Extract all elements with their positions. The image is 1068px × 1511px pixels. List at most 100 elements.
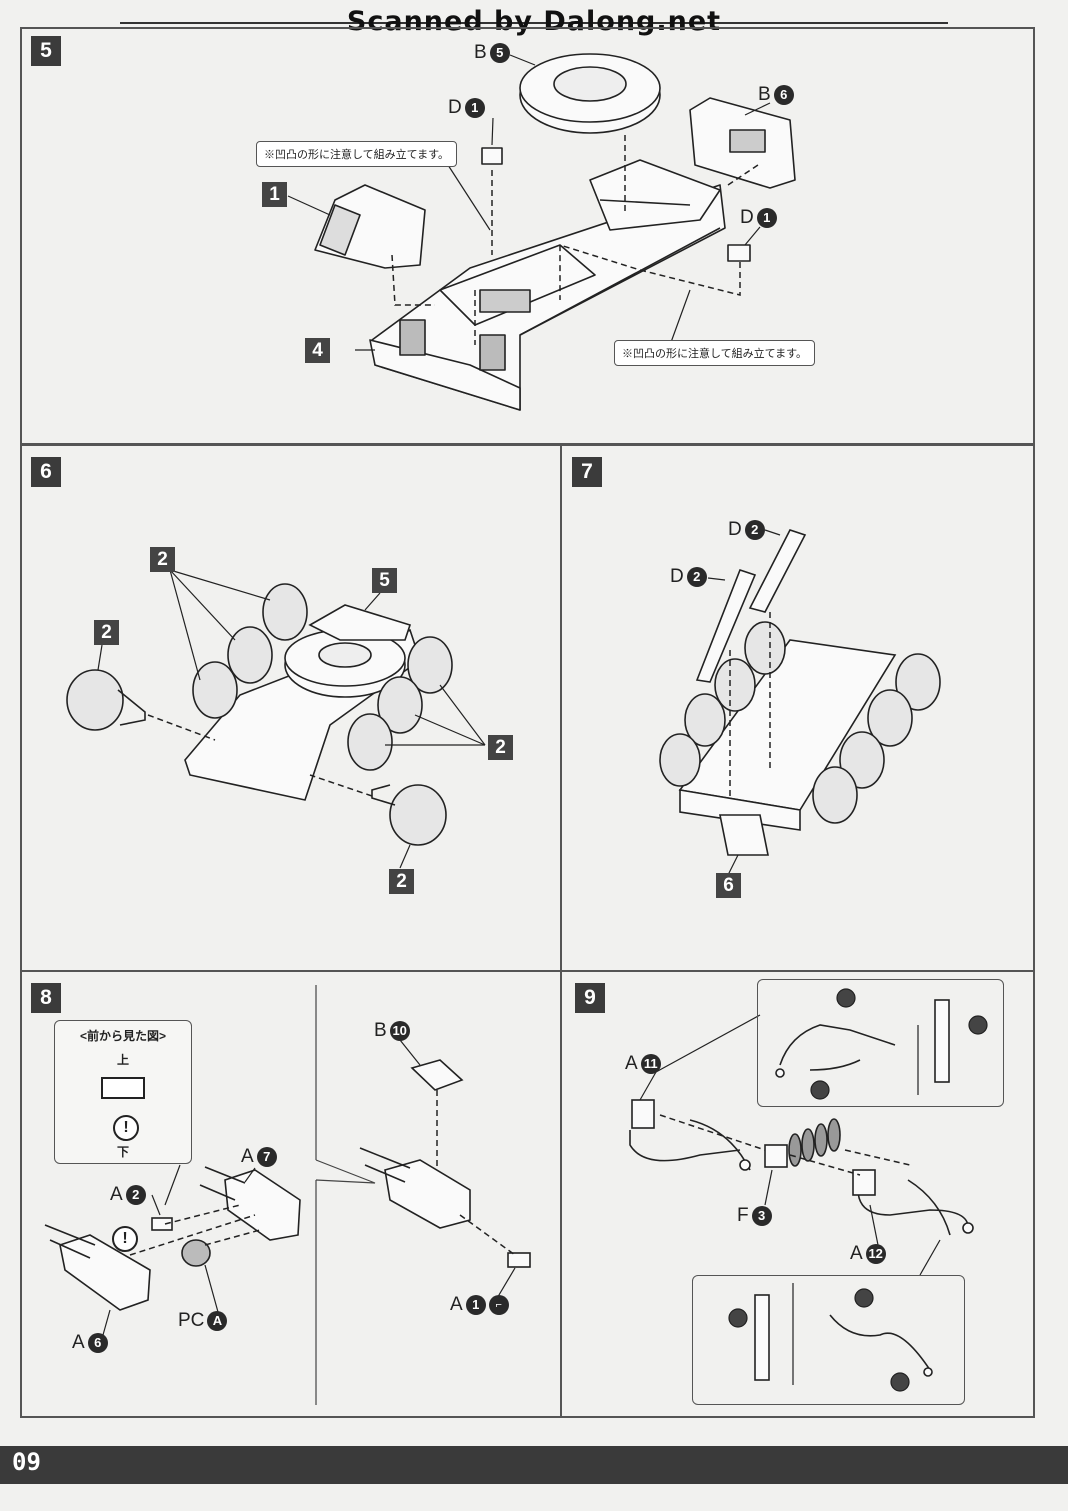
step6-wheel-tag-single-right: 2 (389, 869, 414, 894)
part-number: 10 (389, 1021, 410, 1041)
runner-letter: B (374, 1020, 387, 1041)
runner-letter: A (241, 1146, 254, 1167)
step-8-number: 8 (31, 983, 61, 1013)
step6-wheel-tag-group-right: 2 (488, 735, 513, 760)
step9-inset-bottom (692, 1275, 965, 1405)
warning-icon: ! (112, 1226, 138, 1252)
step6-wheel-tag-single-left: 2 (94, 620, 119, 645)
step9-callout-dots (728, 988, 988, 1392)
runner-letter: A (110, 1184, 123, 1205)
step7-subassembly-6-tag: 6 (716, 873, 741, 898)
step6-wheel-tag-group-left: 2 (150, 547, 175, 572)
part-number: A (207, 1311, 228, 1331)
step5-note-top: ※凹凸の形に注意して組み立てます。 (256, 141, 458, 167)
step8-assembly (384, 1159, 471, 1229)
step8-b10-part (410, 1059, 464, 1091)
part-number: 3 (751, 1206, 772, 1226)
runner-letter: A (850, 1243, 863, 1264)
footer-bar (0, 1446, 1068, 1484)
runner-letter: F (737, 1205, 749, 1226)
part-number: 2 (125, 1185, 146, 1205)
part-number: 11 (640, 1054, 661, 1074)
step8-a2-part (151, 1217, 173, 1231)
page-number: 09 (12, 1448, 41, 1476)
runner-letter: D (728, 519, 742, 540)
step6-subassembly-5-tag: 5 (372, 568, 397, 593)
runner-letter: D (448, 97, 462, 118)
part-number: 2 (686, 567, 707, 587)
step5-subassembly-1-tag: 1 (262, 182, 287, 207)
step7-strip-b (748, 529, 807, 613)
down-label: 下 (117, 1145, 130, 1159)
step5-subassembly-4-tag: 4 (305, 338, 330, 363)
part-number: 2 (744, 520, 765, 540)
part-number: 5 (489, 43, 510, 63)
step7-wheels (659, 621, 941, 824)
step8-pc-part (181, 1239, 211, 1267)
step-5-number: 5 (31, 36, 61, 66)
step-7-number: 7 (572, 457, 602, 487)
step-9-number: 9 (575, 983, 605, 1013)
step7-strip-a (695, 569, 757, 683)
step9-a11-part (631, 1099, 655, 1129)
up-label: 上 (117, 1053, 130, 1067)
runner-letter: D (740, 207, 754, 228)
runner-letter: B (758, 84, 771, 105)
part-number: 1 (464, 98, 485, 118)
step-6-number: 6 (31, 457, 61, 487)
part-number: 1 (465, 1295, 486, 1315)
runner-letter: B (474, 42, 487, 63)
plating-icon: ⌐ (488, 1295, 509, 1315)
watermark: Scanned by Dalong.net (346, 6, 722, 37)
step5-d1-part-a (481, 147, 503, 165)
runner-letter: PC (178, 1310, 205, 1331)
runner-letter: A (625, 1053, 638, 1074)
runner-letter: D (670, 566, 684, 587)
front-view-title: <前から見た図> (79, 1029, 167, 1043)
step9-inset-top (757, 979, 1004, 1107)
step5-plate-b6 (689, 97, 796, 189)
step8-a6-part (59, 1234, 151, 1311)
step5-hull (369, 159, 726, 411)
front-view-part (101, 1077, 145, 1099)
step8-a1-part (507, 1252, 531, 1268)
part-number: 6 (87, 1333, 108, 1353)
step9-a12-part (852, 1169, 876, 1196)
step9-inset-part-b (754, 1294, 770, 1381)
step7-part-6 (719, 814, 769, 856)
part-number: 7 (256, 1147, 277, 1167)
step9-f3-coil (764, 1118, 841, 1168)
runner-letter: A (72, 1332, 85, 1353)
warning-icon: ! (113, 1115, 139, 1141)
part-number: 6 (773, 85, 794, 105)
panel-step-9 (560, 970, 1035, 1418)
watermark-underline (120, 22, 948, 24)
step8-front-view-inset: <前から見た図> 上 ! 下 (54, 1020, 192, 1164)
step6-wheels (66, 583, 453, 846)
step9-inset-part-a (934, 999, 950, 1083)
step5-ring-b5 (519, 53, 661, 134)
part-number: 1 (756, 208, 777, 228)
step5-note-bottom: ※凹凸の形に注意して組み立てます。 (614, 340, 816, 366)
step8-a7-part (224, 1169, 301, 1241)
part-number: 12 (865, 1244, 886, 1264)
step5-cockpit-part (314, 184, 426, 269)
runner-letter: A (450, 1294, 463, 1315)
step5-d1-part-b (727, 244, 751, 262)
